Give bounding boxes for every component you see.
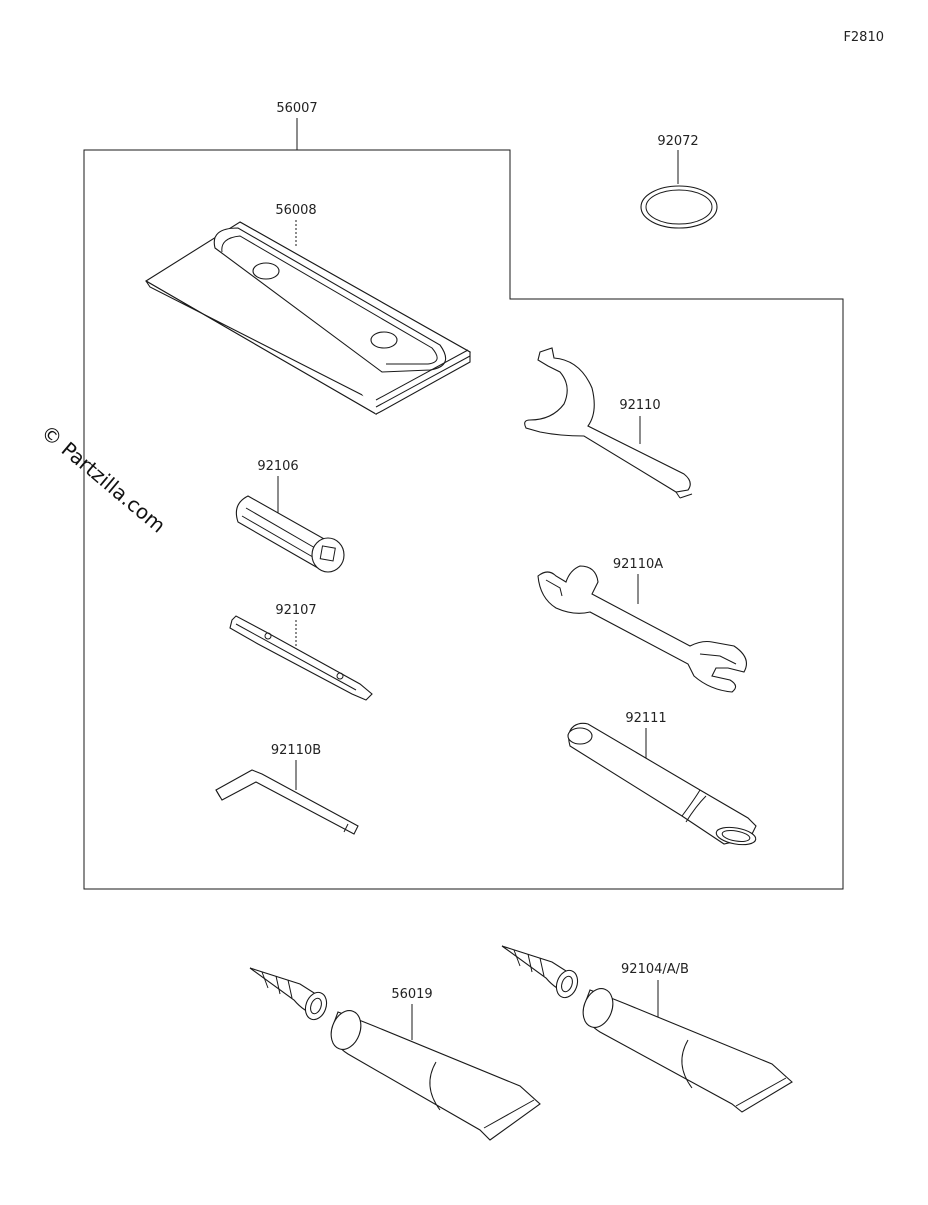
plug-socket-part xyxy=(235,495,345,573)
label-92110[interactable]: 92110 xyxy=(619,398,660,413)
o-ring-part xyxy=(640,185,718,229)
label-92106[interactable]: 92106 xyxy=(257,459,298,474)
tool-bag-part xyxy=(144,221,472,415)
figure-code: F2810 xyxy=(843,30,884,45)
label-92072[interactable]: 92072 xyxy=(657,134,698,149)
grease-tube-1-part xyxy=(249,967,541,1141)
label-92104-a-b[interactable]: 92104/A/B xyxy=(621,962,689,977)
extension-bar-part xyxy=(567,722,757,846)
kit-outline xyxy=(83,149,844,890)
label-56008[interactable]: 56008 xyxy=(275,203,316,218)
label-56019[interactable]: 56019 xyxy=(391,987,432,1002)
label-56007[interactable]: 56007 xyxy=(276,101,317,116)
label-92110b[interactable]: 92110B xyxy=(271,743,321,758)
grease-tube-2-part xyxy=(501,945,793,1113)
hex-key-part xyxy=(215,769,359,835)
open-wrench-part xyxy=(537,565,747,693)
label-92110a[interactable]: 92110A xyxy=(613,557,663,572)
screwdriver-part xyxy=(229,615,373,701)
pin-spanner-part xyxy=(524,347,693,499)
label-92107[interactable]: 92107 xyxy=(275,603,316,618)
label-92111[interactable]: 92111 xyxy=(625,711,666,726)
